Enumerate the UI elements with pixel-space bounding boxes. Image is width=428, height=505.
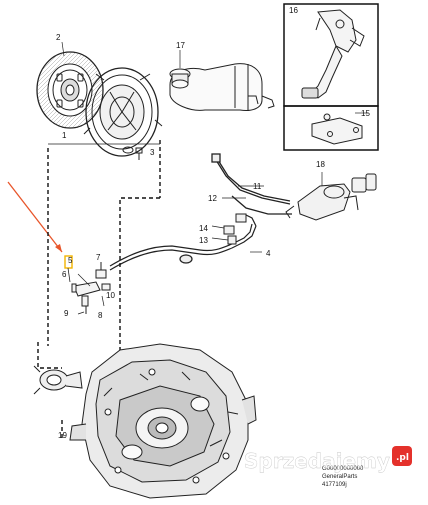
callout-14: 14	[199, 224, 208, 233]
pedal-pad	[311, 113, 363, 145]
callout-11: 11	[253, 182, 262, 191]
callout-12: 12	[208, 194, 217, 203]
callout-18: 18	[316, 160, 325, 169]
ref-line-1: G00000000000	[322, 466, 364, 472]
screw-3	[135, 147, 143, 160]
pedal-pad-frame	[283, 105, 379, 151]
watermark-tld: .pl	[396, 453, 409, 463]
callout-1: 1	[62, 131, 67, 140]
ref-line-2: GeneralParts	[322, 474, 357, 480]
callout-4: 4	[266, 249, 271, 258]
pressure-plate	[83, 67, 163, 157]
callout-2: 2	[56, 33, 61, 42]
callout-10: 10	[106, 291, 115, 300]
clutch-master-cylinder	[285, 173, 377, 221]
watermark-badge	[392, 446, 412, 466]
pointer-arrow	[7, 181, 63, 253]
clutch-disc	[36, 51, 104, 129]
reference-block: G00000000000 GeneralParts 4177109j	[322, 466, 364, 488]
callout-6: 6	[62, 270, 67, 279]
dashed-leaders	[37, 140, 161, 440]
callout-9: 9	[64, 309, 69, 318]
highlighted-part-5	[64, 255, 73, 283]
watermark: Sprzedajemy .pl	[244, 446, 412, 473]
gearbox-housing	[69, 343, 257, 499]
slave-cylinder-19	[33, 365, 83, 395]
callout-3: 3	[150, 148, 155, 157]
callout-19: 19	[58, 431, 67, 440]
callout-17: 17	[176, 41, 185, 50]
callout-16: 16	[289, 6, 298, 15]
callout-5: 5	[68, 256, 73, 265]
pressure-pipe-11	[211, 153, 292, 215]
slave-connector	[71, 262, 111, 314]
callout-15: 15	[361, 109, 370, 118]
ref-line-3: 4177109j	[322, 482, 347, 488]
fittings-13-14	[223, 213, 247, 245]
callout-8: 8	[98, 311, 103, 320]
callout-7: 7	[96, 253, 101, 262]
watermark-text: Sprzedajemy	[244, 449, 390, 473]
fluid-reservoir	[169, 63, 275, 111]
callout-labels: 2 1 3 17 16 15 18 11 12 14 13 4 7 6 5 10…	[56, 6, 370, 440]
callout-13: 13	[199, 236, 208, 245]
clutch-pedal	[301, 9, 365, 99]
solid-leaders	[48, 41, 368, 315]
